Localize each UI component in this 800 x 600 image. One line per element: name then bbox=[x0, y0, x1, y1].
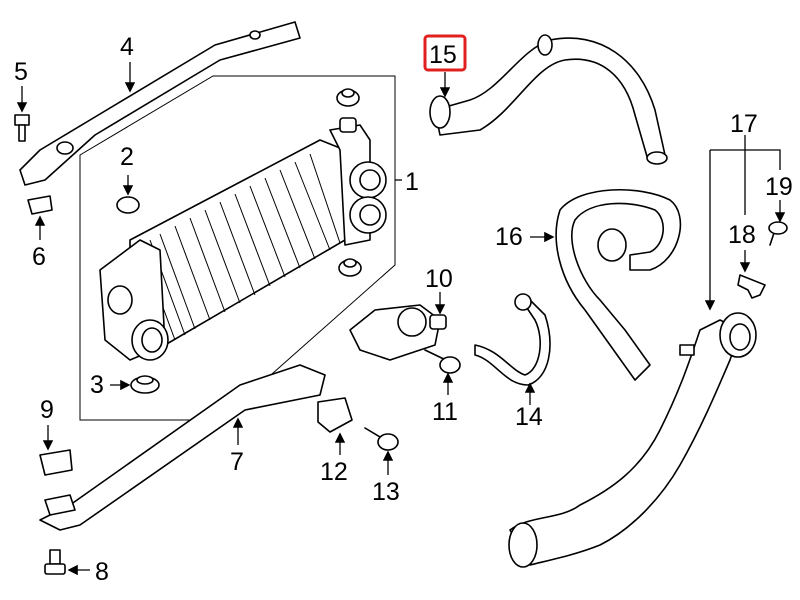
callout-6: 6 bbox=[32, 243, 46, 271]
small-hose-14 bbox=[474, 293, 551, 405]
callout-18: 18 bbox=[728, 221, 756, 249]
bolt-13 bbox=[364, 427, 399, 475]
bolt-5 bbox=[14, 86, 30, 142]
callout-17: 17 bbox=[730, 110, 758, 138]
callout-10: 10 bbox=[425, 265, 453, 293]
callout-11: 11 bbox=[432, 398, 458, 426]
callout-15: 15 bbox=[429, 41, 457, 69]
callout-8: 8 bbox=[95, 558, 109, 586]
intercooler-frame bbox=[79, 75, 396, 421]
callout-12: 12 bbox=[320, 458, 348, 486]
callout-13: 13 bbox=[372, 478, 400, 506]
callout-7: 7 bbox=[230, 448, 244, 476]
intercooler-core bbox=[99, 117, 387, 361]
upper-bracket bbox=[19, 21, 301, 186]
callout-2: 2 bbox=[120, 143, 134, 171]
highlight-box bbox=[423, 34, 467, 72]
grommet-upper bbox=[116, 175, 140, 214]
grommet-top bbox=[336, 88, 360, 107]
bolt-19 bbox=[768, 200, 788, 246]
grommet-bottom-right bbox=[338, 258, 362, 277]
lower-hose-17 bbox=[508, 135, 781, 568]
callout-19: 19 bbox=[765, 173, 793, 201]
callout-16: 16 bbox=[495, 223, 523, 251]
connector-12 bbox=[317, 397, 353, 455]
bolt-11 bbox=[424, 349, 461, 395]
callout-3: 3 bbox=[90, 371, 104, 399]
callout-5: 5 bbox=[14, 58, 28, 86]
callout-9: 9 bbox=[40, 396, 54, 424]
mid-hose-16 bbox=[530, 188, 682, 381]
pressure-sensor-10 bbox=[349, 292, 447, 361]
upper-hose-15 bbox=[429, 34, 668, 165]
callout-4: 4 bbox=[120, 33, 134, 61]
bolt-8 bbox=[44, 549, 90, 576]
lower-bracket bbox=[39, 364, 326, 531]
clip-nut-6 bbox=[27, 195, 53, 240]
callout-14: 14 bbox=[515, 403, 543, 431]
grommet-lower bbox=[110, 375, 160, 394]
clamp-18 bbox=[737, 250, 766, 299]
clip-9 bbox=[39, 425, 73, 476]
callout-1: 1 bbox=[405, 168, 419, 196]
